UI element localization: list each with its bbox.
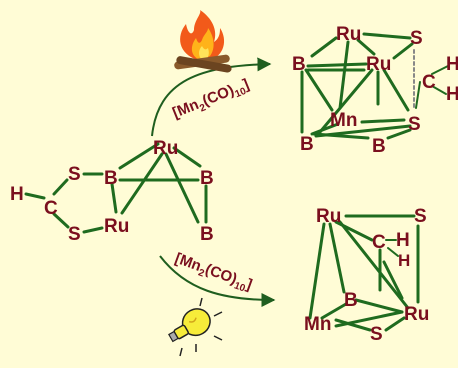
bond — [310, 36, 338, 58]
reactant-molecule: H C S S B Ru Ru B B — [10, 138, 214, 245]
atom-label: H — [396, 230, 410, 251]
atom-label: B — [200, 224, 214, 245]
bond — [386, 128, 412, 140]
bond — [164, 152, 200, 224]
lightbulb-icon — [168, 308, 211, 343]
atom-label: S — [414, 206, 427, 227]
product-top-molecule: Ru S B Ru C H H Mn S B B — [292, 24, 458, 157]
bond — [120, 152, 164, 215]
atom-label: B — [372, 136, 386, 157]
bond — [384, 316, 406, 332]
bond — [334, 318, 372, 332]
bond — [392, 42, 414, 60]
atom-label: S — [408, 114, 421, 135]
bond — [356, 38, 376, 56]
product-bottom-molecule: Ru S C H H B Ru Mn S — [304, 206, 429, 345]
atom-label: Ru — [404, 304, 429, 325]
atom-label: B — [300, 134, 314, 155]
bond — [320, 302, 348, 320]
bond — [172, 146, 202, 168]
arrow-path — [151, 57, 272, 137]
bond — [431, 85, 447, 95]
bond — [334, 310, 404, 328]
bond — [338, 220, 410, 310]
bottom-reagent-label: [Mn2(CO)10] — [172, 250, 255, 296]
atom-label: B — [292, 54, 306, 75]
bond — [310, 122, 340, 136]
bond — [338, 40, 350, 110]
bond — [304, 68, 334, 112]
atom-label: S — [370, 324, 383, 345]
atom-label: C — [44, 198, 58, 219]
atom-label: Ru — [153, 138, 178, 159]
bond — [308, 222, 326, 320]
atom-label: B — [104, 168, 118, 189]
bond — [306, 62, 368, 68]
atom-label: B — [200, 168, 214, 189]
bond — [360, 118, 406, 124]
atom-label: C — [422, 72, 436, 93]
atom-label: B — [344, 290, 358, 311]
atom-label: Ru — [366, 54, 391, 75]
bond — [415, 81, 421, 109]
bond — [52, 212, 70, 229]
bond — [110, 182, 118, 214]
atom-label: H — [10, 184, 24, 205]
atom-label: Ru — [336, 24, 361, 45]
bond — [328, 222, 346, 294]
bond — [314, 124, 412, 138]
bond — [431, 65, 449, 75]
atom-label: H — [398, 251, 410, 270]
top-reaction-arrow: [Mn2(CO)10] — [151, 10, 272, 137]
atom-label: S — [410, 28, 423, 49]
arrow-path — [159, 255, 276, 307]
bond — [52, 178, 69, 196]
fire-icon — [174, 10, 232, 73]
bond — [362, 32, 412, 40]
atom-label: H — [446, 54, 458, 75]
bond — [382, 68, 410, 112]
atom-label: Mn — [304, 314, 331, 335]
atom-label: H — [446, 84, 458, 105]
bond — [382, 260, 404, 300]
atom-label: C — [372, 232, 386, 253]
bond — [318, 68, 374, 134]
atom-label: Ru — [104, 216, 129, 237]
bond — [387, 247, 399, 257]
atom-label: S — [68, 164, 81, 185]
atom-label: S — [68, 224, 81, 245]
bottom-reaction-arrow: [Mn2(CO)10] — [159, 250, 276, 357]
light-rays — [179, 297, 223, 357]
atom-label: Ru — [316, 206, 341, 227]
bond — [118, 142, 160, 170]
atom-label: Mn — [330, 110, 357, 131]
bond — [354, 298, 404, 314]
bond — [82, 226, 104, 234]
bond — [24, 192, 46, 200]
